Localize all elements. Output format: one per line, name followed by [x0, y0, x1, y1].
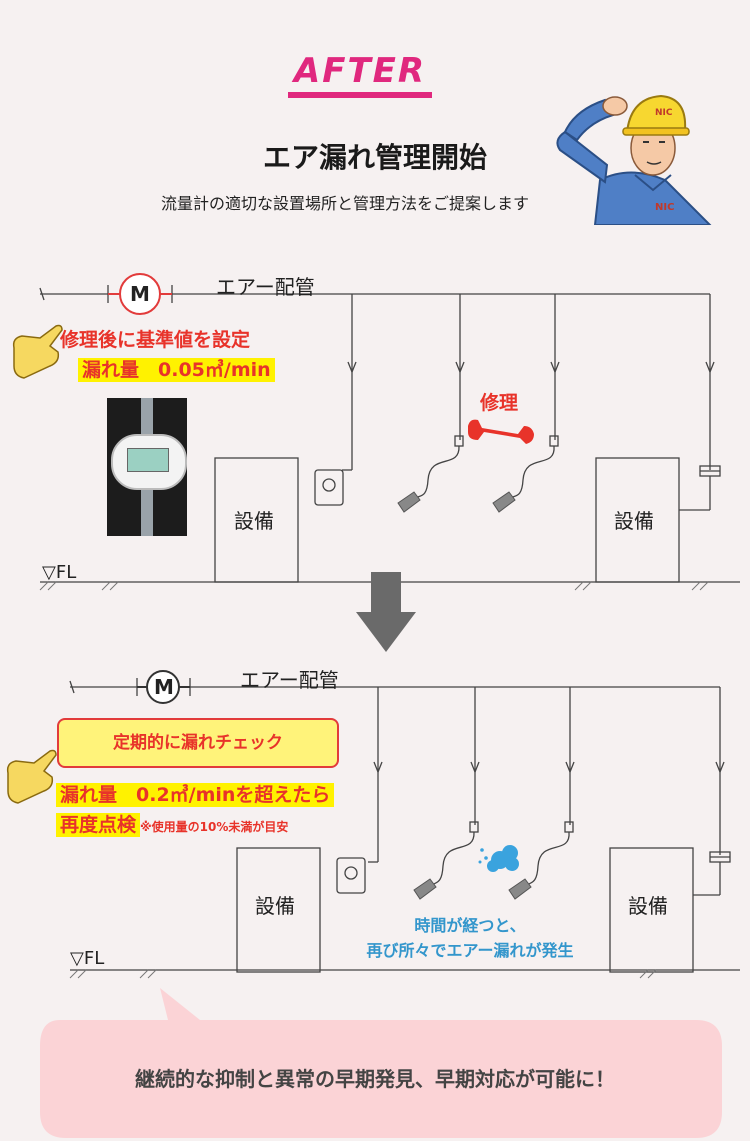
after-badge: AFTER: [293, 51, 427, 91]
svg-text:NIC: NIC: [655, 108, 673, 118]
equipment-label: 設備: [255, 894, 295, 918]
flow-meter-photo: [107, 398, 187, 536]
floor-label: ▽FL: [70, 948, 105, 969]
leak-amount-baseline: 漏れ量 0.05㎥/min: [78, 358, 275, 382]
reinspect-note: ※使用量の10%未満が目安: [140, 820, 289, 834]
page-subtitle: 流量計の適切な設置場所と管理方法をご提案します: [160, 194, 529, 213]
equipment-label: 設備: [614, 509, 654, 533]
equipment-label: 設備: [628, 894, 668, 918]
pipe-label: エアー配管: [216, 275, 315, 299]
pipe-label: エアー配管: [240, 668, 339, 692]
meter-letter: M: [154, 675, 174, 699]
baseline-note: 修理後に基準値を設定: [60, 329, 251, 351]
leak-note-line1: 時間が経つと、: [414, 916, 526, 935]
periodic-check-box: 定期的に漏れチェック: [57, 718, 339, 768]
page-title: エア漏れ管理開始: [262, 141, 487, 174]
pointing-hand-icon: [6, 324, 63, 804]
after-underline: [288, 92, 432, 98]
equipment-label: 設備: [234, 509, 274, 533]
leak-threshold: 漏れ量 0.2㎥/minを超えたら: [56, 783, 335, 807]
leak-note-line2: 再び所々でエアー漏れが発生: [366, 941, 574, 960]
footer-message: 継続的な抑制と異常の早期発見、早期対応が可能に！: [135, 1067, 615, 1091]
reinspect-label: 再度点検: [56, 813, 141, 837]
floor-label: ▽FL: [42, 562, 77, 583]
svg-text:NIC: NIC: [655, 202, 674, 213]
meter-letter: M: [130, 282, 150, 306]
worker-illustration: NIC NIC: [556, 94, 712, 225]
repair-label: 修理: [480, 392, 519, 414]
